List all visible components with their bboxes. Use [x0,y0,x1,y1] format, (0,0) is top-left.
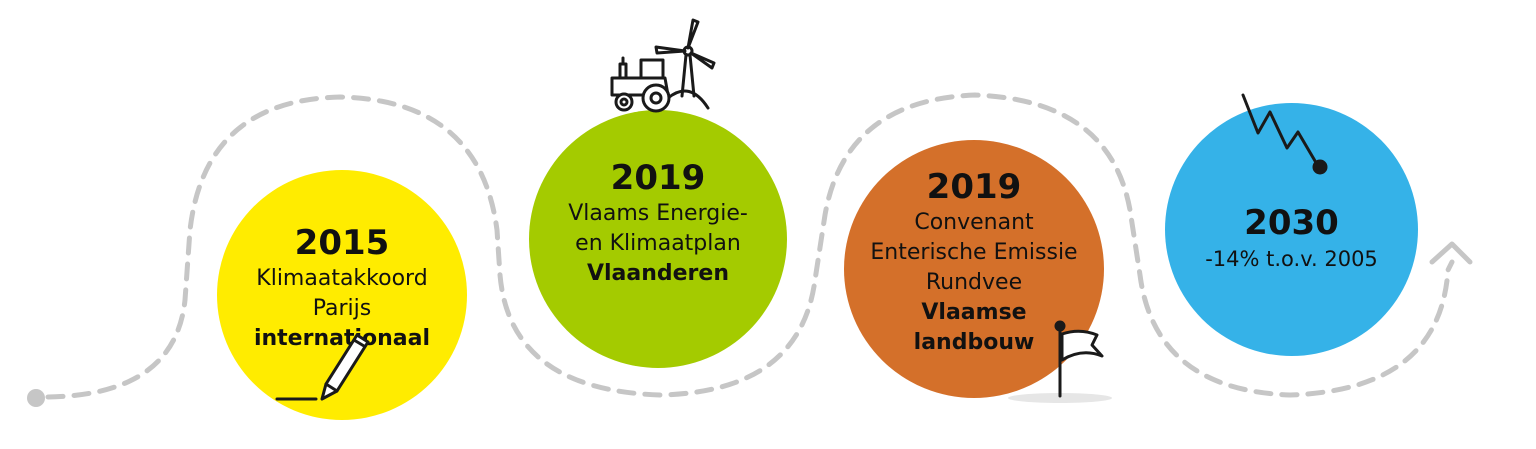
tractor-windmill-icon [610,18,716,113]
step-2019-plan-circle: 2019 Vlaams Energie- en Klimaatplan Vlaa… [529,110,787,368]
flag-shadow [1008,393,1112,403]
step-scope: Vlaamse [921,300,1027,325]
step-year: 2019 [926,167,1022,207]
step-year: 2019 [610,158,706,198]
step-text-line: Vlaams Energie- [568,201,748,226]
pencil-icon [275,333,370,401]
declining-graph-icon [1241,93,1328,175]
step-scope: internationaal [253,326,431,351]
step-text-line: Parijs [312,296,372,321]
step-text-line: Klimaatakkoord [256,266,428,291]
step-text-line: en Klimaatplan [575,231,741,256]
step-2030-circle: 2030 -14% t.o.v. 2005 [1165,103,1418,356]
step-2015-circle: 2015 Klimaatakkoord Parijs internationaa… [217,170,467,420]
step-text-line: Rundvee [925,270,1023,295]
step-text-line: -14% t.o.v. 2005 [1205,246,1378,271]
step-text-line: Enterische Emissie [870,240,1078,265]
step-scope: Vlaanderen [586,261,729,286]
step-year: 2030 [1244,202,1339,243]
step-year: 2015 [294,223,390,263]
step-text-line: Convenant [914,210,1034,235]
start-dot [27,389,45,407]
arrow-head-icon [1429,241,1473,265]
step-scope: landbouw [913,330,1035,355]
flag-icon [1054,320,1104,398]
